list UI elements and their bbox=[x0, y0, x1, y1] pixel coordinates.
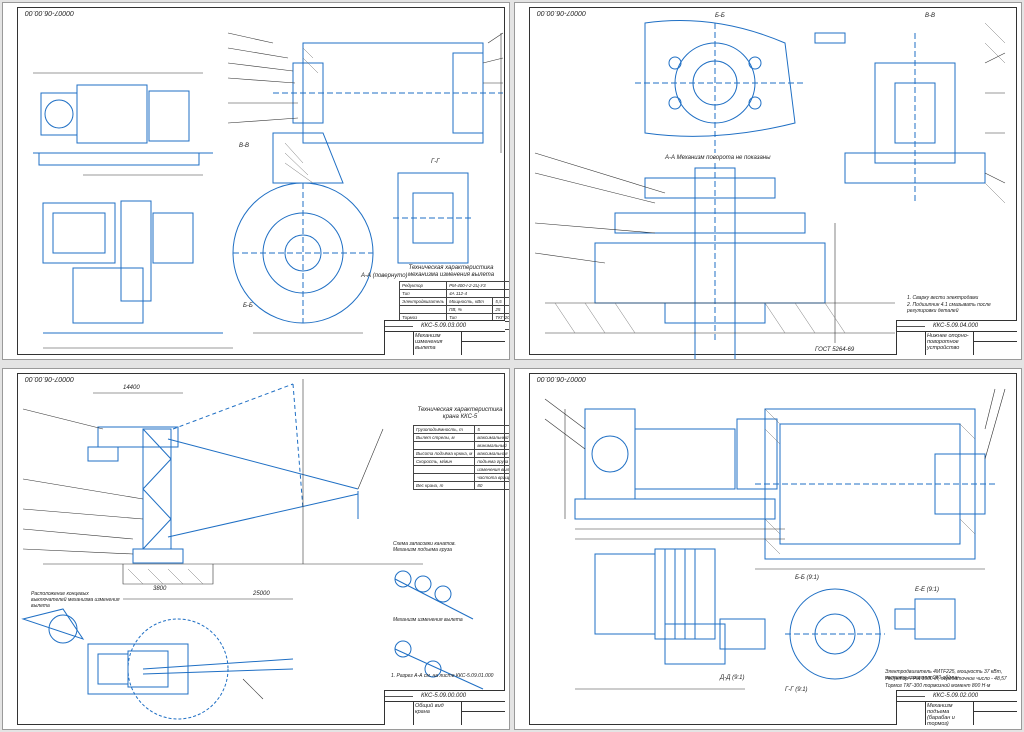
sheet-frame bbox=[529, 7, 1017, 355]
diagram-label: 1. Разрез А-А см. на листе ККС-5.09.01.0… bbox=[391, 673, 494, 679]
title-block: ККС-5.09.02.000 Механизм подъема (бараба… bbox=[896, 690, 1017, 727]
section-label: Д-Д (9:1) bbox=[720, 675, 745, 681]
note-text: Тормоз ТКГ-300 тормозной момент 800 Н·м bbox=[885, 683, 991, 689]
title-block: ККС-5.09.04.000 Нижнее опорно-поворотное… bbox=[896, 320, 1017, 355]
note-text: Редуктор - РМ 1000-И, передаточное число… bbox=[885, 676, 1007, 682]
doc-number: ККС-5.09.00.000 bbox=[421, 693, 467, 699]
table-row: ПВ, %25 bbox=[398, 305, 509, 314]
standard-label: ГОСТ 5264-69 bbox=[815, 347, 855, 353]
sheet-frame bbox=[529, 373, 1017, 725]
section-label: А-А (повернуто) bbox=[361, 273, 408, 279]
sheet-frame bbox=[17, 373, 505, 725]
doc-number: ККС-5.09.02.000 bbox=[933, 693, 979, 699]
note-text: 1. Сварку вести электродами bbox=[907, 295, 979, 301]
section-label: Е-Е (9:1) bbox=[915, 587, 940, 593]
section-label: В-В bbox=[925, 13, 936, 19]
doc-number: ККС-5.09.03.000 bbox=[421, 323, 467, 329]
dimension-label: 14400 bbox=[123, 385, 140, 391]
drawing-name: Нижнее опорно-поворотное устройство bbox=[927, 333, 969, 351]
table-row: изменения вылета bbox=[412, 465, 509, 474]
drawing-name: Механизм изменения вылета bbox=[415, 333, 443, 351]
drawing-hoist-mechanism bbox=[544, 388, 1006, 690]
table-row: минимальный bbox=[412, 441, 509, 450]
diagram-label: Механизм изменения вылета bbox=[393, 617, 463, 623]
section-label: Б-Б (9:1) bbox=[795, 575, 819, 581]
note-text: Электродвигатель 4МТF225, мощность 37 кВ… bbox=[885, 669, 1003, 681]
sheet-frame bbox=[17, 7, 505, 355]
drawing-sheet-3: 00007-06.00.00 bbox=[2, 368, 510, 730]
drawing-sheet-4: 00007-06.00.00 bbox=[514, 368, 1022, 730]
drawing-slewing-support bbox=[534, 20, 1006, 359]
drawing-name: Общий вид крана bbox=[415, 703, 444, 715]
drawing-mechanism-reach bbox=[33, 32, 504, 349]
section-label: Г-Г bbox=[431, 159, 440, 165]
section-label: Б-Б bbox=[715, 13, 725, 19]
diagram-label: Схема запасовки канатов. Механизм подъем… bbox=[393, 541, 456, 553]
drawing-sheet-2: 00007-06.00.00 bbox=[514, 2, 1022, 360]
dimension-label: 3800 bbox=[153, 586, 167, 592]
drawing-crane-general-view bbox=[21, 379, 484, 720]
note-text: 2. Подшипник 4.1 смазывать после регулир… bbox=[907, 302, 991, 314]
table-row: частота вращения bbox=[412, 473, 509, 482]
title-block: ККС-5.09.00.000 Общий вид крана bbox=[384, 690, 505, 725]
drawing-name: Механизм подъема (барабан и тормоз) bbox=[927, 703, 955, 727]
doc-number: ККС-5.09.04.000 bbox=[933, 323, 979, 329]
section-label: Б-Б bbox=[243, 303, 253, 309]
spec-title: Техническая характеристика механизма изм… bbox=[407, 265, 495, 278]
section-label: Г-Г (9:1) bbox=[785, 687, 808, 693]
spec-title: Техническая характеристика крана ККС-5 bbox=[417, 407, 503, 420]
section-label: А-А Механизм поворота не показаны bbox=[665, 155, 771, 161]
title-block: ККС-5.09.03.000 Механизм изменения вылет… bbox=[384, 320, 505, 355]
dimension-label: 25000 bbox=[253, 591, 270, 597]
section-label: В-В bbox=[239, 143, 250, 149]
drawing-sheet-1: 00007-06.00.00 bbox=[2, 2, 510, 360]
diagram-label: Расположение концевых выключателей механ… bbox=[31, 591, 120, 609]
